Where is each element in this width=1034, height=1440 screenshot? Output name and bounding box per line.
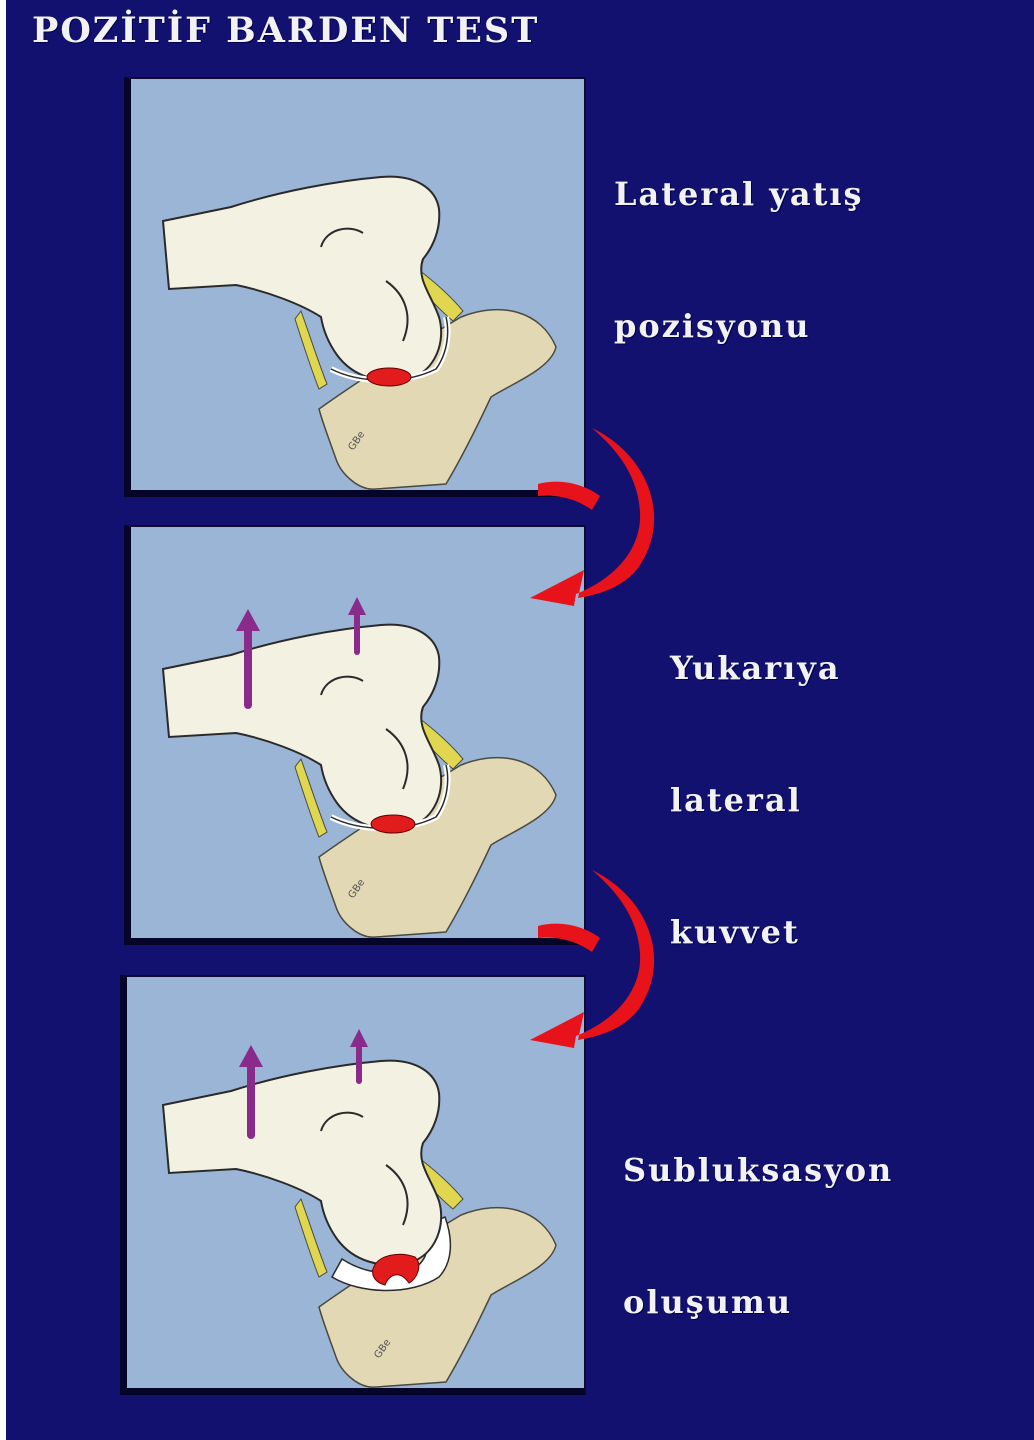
femur-bone [163,625,441,829]
caption-line: Lateral yatış [614,172,864,216]
curved-arrow-icon [530,428,680,608]
caption-line: lateral [670,778,841,822]
caption-upward-lateral-force: Yukarıya lateral kuvvet [670,558,841,1042]
caption-subluxation: Subluksasyon oluşumu [623,1060,893,1412]
panel-upward-lateral-force: GBe [124,525,586,945]
caption-lateral-position: Lateral yatış pozisyonu [614,84,864,436]
caption-line: kuvvet [670,910,841,954]
caption-line: oluşumu [623,1280,893,1324]
caption-line: Yukarıya [670,646,841,690]
hip-joint-diagram: GBe [131,527,586,945]
femoral-head-contact-zone [371,815,415,833]
caption-line: pozisyonu [614,304,864,348]
panel-subluxation: GBe [120,975,586,1395]
panel-lateral-position: GBe [124,77,586,497]
femoral-head-contact-zone [367,368,411,386]
femur-bone [163,1061,441,1265]
caption-line: Subluksasyon [623,1148,893,1192]
curved-arrow-icon [530,870,680,1050]
hip-joint-diagram: GBe [127,977,586,1395]
femur-bone [163,177,441,381]
hip-joint-diagram: GBe [131,79,586,497]
slide-title: POZİTİF BARDEN TEST [32,10,539,51]
